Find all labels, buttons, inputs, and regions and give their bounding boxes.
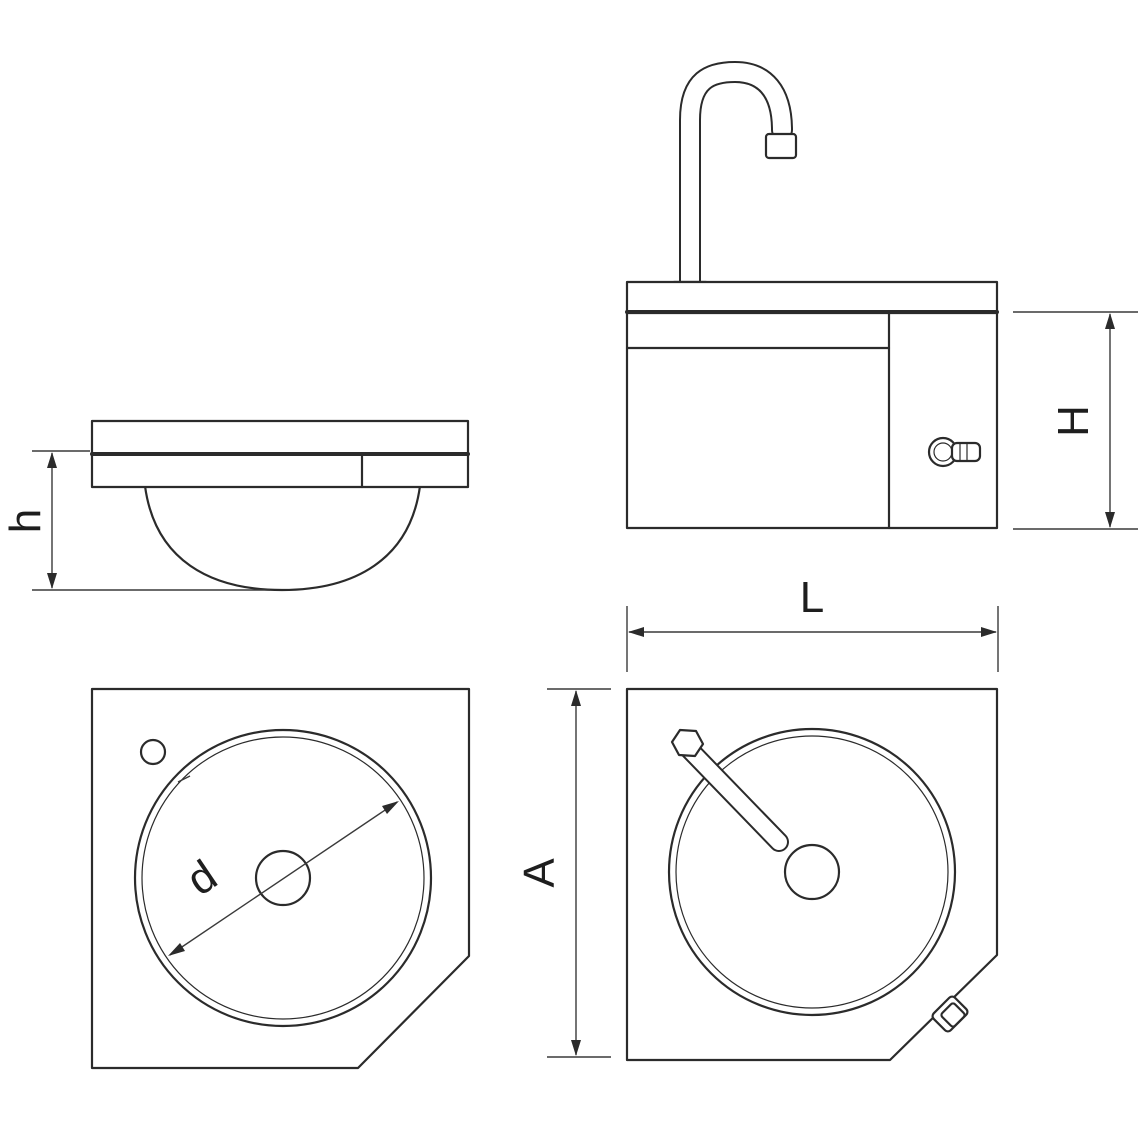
label-H: H: [1049, 405, 1098, 437]
bowl-basin: [143, 484, 422, 592]
bowl-top-slab: [90, 419, 470, 456]
side-view-bowl: [90, 419, 470, 592]
dimension-A: A: [515, 688, 611, 1058]
cabinet-body: [625, 311, 999, 530]
faucet-spout: [679, 61, 793, 295]
cabinet-bowl-rim-inner: [675, 735, 949, 1009]
top-view-cabinet: [625, 687, 999, 1062]
bowl-lower-slab: [90, 452, 470, 489]
diameter-line: [169, 801, 398, 956]
knee-valve-top: [931, 995, 969, 1033]
dimension-h: h: [1, 450, 270, 591]
spout-base-hex: [670, 728, 705, 758]
label-A: A: [515, 858, 564, 888]
bowl-drain: [254, 849, 312, 907]
label-h: h: [1, 509, 50, 533]
cabinet-top-slab: [625, 280, 999, 314]
knee-valve: [927, 436, 982, 468]
top-view-outline: [90, 687, 471, 1070]
front-view-cabinet: [625, 61, 999, 530]
cabinet-bowl-drain: [783, 843, 841, 901]
tap-hole: [139, 738, 167, 766]
dimension-L: L: [626, 573, 999, 672]
cabinet-bowl-rim-outer: [667, 727, 957, 1017]
top-view-bowl: d: [90, 687, 471, 1070]
label-L: L: [800, 573, 824, 622]
bowl-rim-inner: [141, 736, 425, 1020]
faucet-nozzle: [764, 132, 798, 160]
dimension-H: H: [1013, 311, 1138, 530]
bowl-rim-outer: [133, 728, 433, 1028]
